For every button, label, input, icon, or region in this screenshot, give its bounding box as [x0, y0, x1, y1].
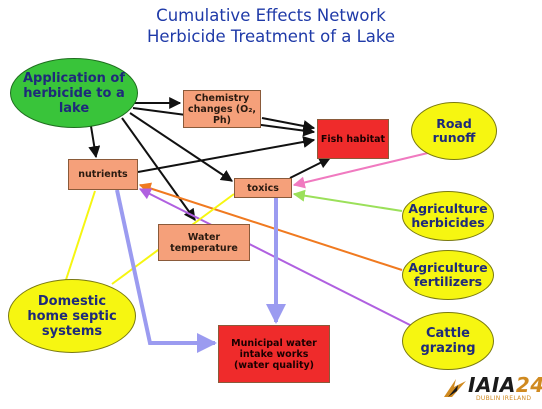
logo-swoosh-icon: [444, 379, 466, 397]
edge-agri-fertilizers-to-nutrients: [138, 182, 403, 271]
node-cattle-grazing: Cattle grazing: [402, 312, 494, 370]
node-fish-habitat-label: Fish habitat: [320, 133, 386, 145]
node-fish-habitat: Fish habitat: [317, 119, 389, 159]
edge-toxics-to-fish-habitat: [289, 157, 332, 179]
node-municipal-water-label: Municipal water intake works (water qual…: [231, 337, 317, 371]
node-road-runoff: Road runoff: [411, 102, 497, 160]
node-toxics: toxics: [234, 178, 292, 198]
node-agri-fertilizers-label: Agriculture fertilizers: [408, 260, 488, 289]
edge-application-to-toxics: [129, 112, 233, 182]
node-chemistry-changes: Chemistry changes (O₂, Ph): [183, 90, 261, 128]
node-application-of-herbicide: Application of herbicide to a lake: [10, 58, 138, 128]
node-toxics-label: toxics: [247, 182, 279, 194]
edge-road-runoff-to-toxics: [292, 151, 433, 189]
edge-septic-to-nutrients: [61, 190, 96, 293]
node-water-temperature-label: Water temperature: [170, 231, 238, 254]
edge-chemistry-to-fish-habitat: [261, 117, 316, 132]
edge-nutrients-to-fish-habitat: [137, 136, 316, 173]
node-domestic-septic: Domestic home septic systems: [8, 279, 136, 353]
edge-nutrients-to-municipal: [115, 189, 217, 353]
node-agriculture-herbicides: Agriculture herbicides: [402, 191, 494, 241]
node-domestic-septic-label: Domestic home septic systems: [27, 293, 117, 339]
node-application-label: Application of herbicide to a lake: [22, 70, 126, 116]
node-cattle-grazing-label: Cattle grazing: [420, 326, 476, 356]
edge-agri-herbicides-to-toxics: [292, 189, 403, 212]
node-chemistry-label: Chemistry changes (O₂, Ph): [188, 92, 256, 126]
logo-number-text: 24: [515, 373, 542, 397]
iaia-logo: IAIA24 DUBLIN IRELAND: [440, 373, 542, 405]
node-agri-herbicides-label: Agriculture herbicides: [408, 201, 488, 230]
logo-iaia-text: IAIA: [468, 373, 516, 397]
node-water-temperature: Water temperature: [158, 224, 250, 261]
logo-subtitle: DUBLIN IRELAND: [476, 395, 532, 402]
node-nutrients: nutrients: [68, 159, 138, 190]
node-agriculture-fertilizers: Agriculture fertilizers: [402, 250, 494, 300]
node-road-runoff-label: Road runoff: [432, 116, 476, 145]
node-municipal-water: Municipal water intake works (water qual…: [218, 325, 330, 383]
diagram-title-line-1: Cumulative Effects Network: [156, 6, 386, 25]
node-nutrients-label: nutrients: [78, 169, 128, 180]
diagram-title-line-2: Herbicide Treatment of a Lake: [146, 27, 396, 46]
logo-wordmark: IAIA24: [468, 373, 542, 397]
